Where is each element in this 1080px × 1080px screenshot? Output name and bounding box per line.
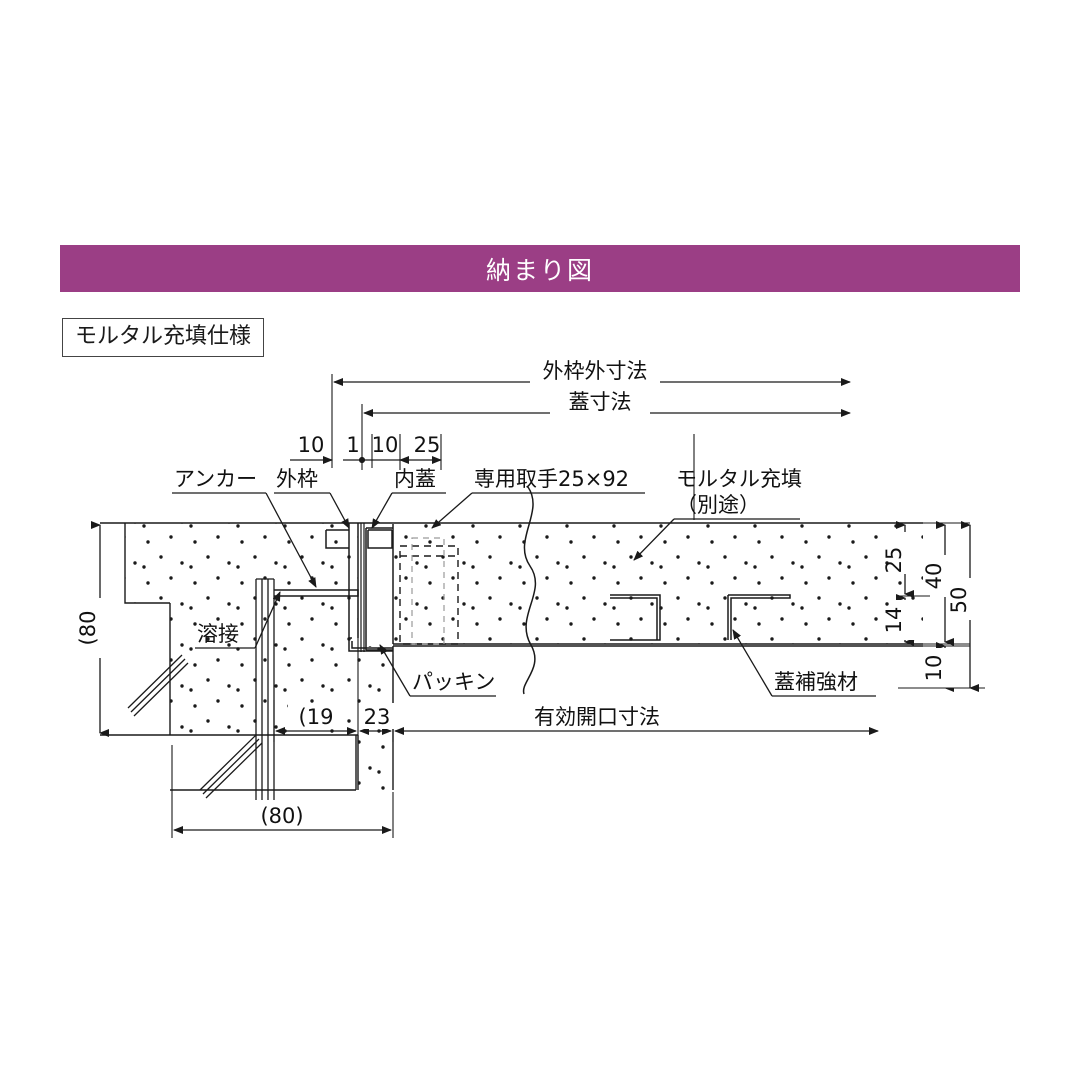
dim-10-left-label: 10 <box>298 433 325 457</box>
callout-mortar-fill-line2: （別途） <box>676 493 760 517</box>
dim-80-vertical-label: (80 <box>76 611 100 646</box>
page-title: 納まり図 <box>485 255 594 285</box>
callout-handle-label: 専用取手25×92 <box>474 467 629 491</box>
callout-lid-reinforcement-label: 蓋補強材 <box>774 670 858 694</box>
dim-14-right-label: 14 <box>882 607 906 634</box>
anchor-bar <box>255 578 275 800</box>
callout-inner-lid: 内蓋 <box>371 467 446 529</box>
dim-10-right-lower-label: 10 <box>922 655 946 682</box>
dim-19: (19 <box>275 703 357 735</box>
callout-handle: 専用取手25×92 <box>431 467 645 529</box>
dim-25-label: 25 <box>414 433 441 457</box>
handle-hidden-outline <box>399 545 459 645</box>
dim-50-right-label: 50 <box>947 587 971 614</box>
spec-label-box: モルタル充填仕様 <box>62 318 265 358</box>
page-title-bar: 納まり図 <box>60 245 1020 292</box>
dim-80-horizontal-ext <box>171 745 394 838</box>
dim-row-small: 10 1 10 25 <box>290 433 442 464</box>
dim-lid-label: 蓋寸法 <box>569 390 632 414</box>
mortar-fill-region <box>393 524 923 644</box>
break-line-hatch-upper <box>127 654 189 717</box>
dim-23: 23 <box>359 703 396 735</box>
dim-80-horizontal-label: (80) <box>260 804 303 828</box>
dim-19-label: (19 <box>299 705 334 729</box>
concrete-wall-region <box>125 523 358 735</box>
dim-40-right: 40 <box>922 521 960 646</box>
callout-outer-frame: 外枠 <box>274 467 350 529</box>
spec-label-text: モルタル充填仕様 <box>75 324 252 349</box>
dim-80-vertical: (80 <box>76 521 112 737</box>
callout-anchor-label: アンカー <box>174 467 257 491</box>
dim-outer-frame-outer-label: 外枠外寸法 <box>543 359 648 383</box>
dim-1-label: 1 <box>346 433 359 457</box>
dim-40-right-label: 40 <box>922 563 946 590</box>
callout-lid-reinforcement: 蓋補強材 <box>732 629 876 697</box>
lower-slab-lines <box>170 735 357 791</box>
handle-hidden-outline-inner <box>411 537 445 645</box>
lid-reinforcement-ribs <box>610 594 791 641</box>
dim-25-right-label: 25 <box>882 547 906 574</box>
dim-effective-opening: 有効開口寸法 <box>394 703 879 735</box>
inner-lid-profile <box>365 524 394 651</box>
dim-25-right: 25 <box>882 521 918 598</box>
dim-14-right: 14 <box>882 594 918 646</box>
dim-lid: 蓋寸法 <box>363 390 851 423</box>
callout-mortar-fill: モルタル充填 （別途） <box>633 467 802 561</box>
callout-outer-frame-label: 外枠 <box>276 467 318 491</box>
callout-packing: パッキン <box>379 644 496 697</box>
dim-10-right-lower: 10 <box>922 642 960 692</box>
break-squiggle <box>522 486 537 695</box>
break-line-hatch-lower <box>199 734 263 799</box>
callout-packing-label: パッキン <box>412 670 495 694</box>
callout-weld-label: 溶接 <box>197 622 239 646</box>
dim-80-horizontal: (80) <box>173 802 392 834</box>
dim-50-right: 50 <box>947 521 985 692</box>
callout-inner-lid-label: 内蓋 <box>394 467 436 491</box>
dim-23-label: 23 <box>364 705 391 729</box>
callout-anchor: アンカー <box>172 467 317 588</box>
dim-outer-frame-outer: 外枠外寸法 <box>333 359 851 392</box>
frame-gap-line <box>360 523 365 652</box>
callout-mortar-fill-line1: モルタル充填 <box>676 467 802 491</box>
callout-weld: 溶接 <box>195 591 281 649</box>
dim-10-right-label: 10 <box>372 433 399 457</box>
dim-effective-opening-label: 有効開口寸法 <box>534 705 660 729</box>
